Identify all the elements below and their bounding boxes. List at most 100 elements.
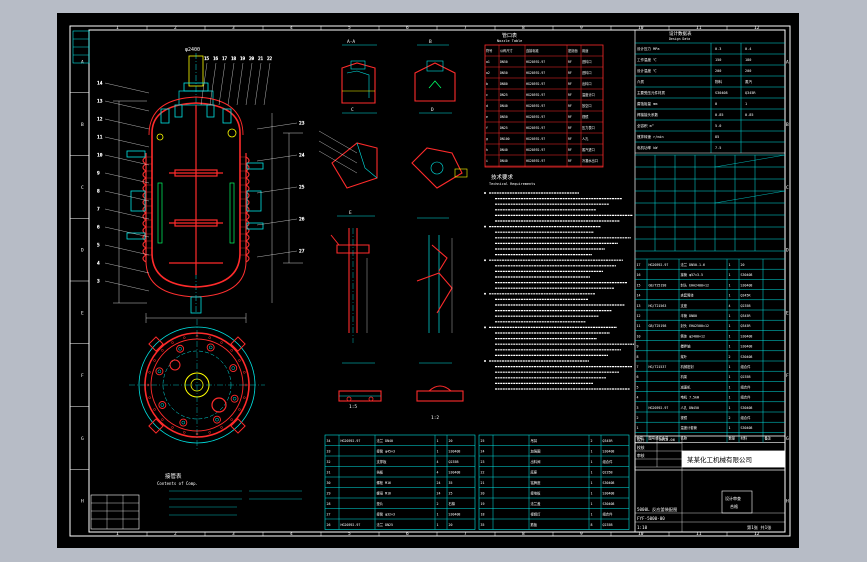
parts-cell: 石棉 — [449, 501, 456, 506]
parts-cell: 底座 — [531, 470, 538, 475]
leader — [227, 62, 235, 106]
bolt-hole — [220, 426, 223, 429]
nozzle-cell: f — [486, 126, 488, 130]
support-lug — [148, 336, 164, 352]
coil-turn — [245, 170, 250, 179]
bottom-head — [151, 252, 241, 288]
bolt-hole — [208, 336, 211, 339]
note-bullet — [484, 326, 486, 329]
design-param: 腐蚀裕量 mm — [637, 101, 657, 106]
parts-cell: 34 — [327, 439, 331, 443]
parts-cell: 1 — [729, 324, 731, 328]
nozzle-cell: 人孔 — [582, 136, 589, 141]
svg-text:1:5: 1:5 — [349, 404, 357, 410]
parts-cell: S30408 — [741, 283, 753, 287]
zone-label: 10 — [638, 531, 644, 537]
parts-cell: 13 — [637, 304, 641, 308]
bolt-hole — [243, 396, 246, 399]
parts-cell: 24 — [437, 492, 441, 496]
parts-cell: 组合件 — [741, 384, 752, 389]
main-top-dimension: φ2400 — [185, 47, 200, 53]
parts-cell: HG20592-97 — [649, 406, 669, 410]
part-balloon: 24 — [299, 153, 305, 159]
parts-cell: S30408 — [449, 471, 461, 475]
parts-cell: S30408 — [741, 345, 753, 349]
parts-cell: 3 — [637, 406, 639, 410]
nozzle-cell: HG20592-97 — [526, 71, 545, 75]
parts-cell: S30408 — [741, 273, 753, 277]
design-value: 150 — [715, 58, 721, 62]
coil-turn — [142, 163, 147, 172]
design-value: 0.85 — [745, 113, 753, 117]
zone-label: 1 — [116, 25, 119, 31]
parts-cell: 1 — [437, 513, 439, 517]
design-value: 0 — [715, 102, 717, 106]
nozzle-cell: e — [486, 115, 488, 119]
bolt-hole — [238, 359, 241, 362]
zone-label: 11 — [696, 25, 702, 31]
nozzle-cell: HG20592-97 — [526, 148, 545, 152]
part-balloon: 12 — [97, 117, 103, 123]
parts-cell: S30408 — [603, 502, 615, 506]
bottom-outlet — [190, 296, 202, 314]
parts-cell: 25 — [449, 492, 453, 496]
design-param: 全容积 m³ — [637, 123, 654, 128]
parts-cell: 1 — [729, 426, 731, 430]
parts-cell: 1 — [591, 481, 593, 485]
parts-header: 备注 — [765, 435, 772, 440]
zone-label: 3 — [232, 25, 235, 31]
parts-cell: S30408 — [741, 426, 753, 430]
parts-header: 图号或标准号 — [649, 435, 669, 440]
parts-cell: 铭牌座 — [531, 480, 542, 485]
parts-cell: 1 — [637, 426, 639, 430]
design-param: 主要受压元件材质 — [637, 90, 665, 95]
svg-text:2010.06: 2010.06 — [659, 437, 676, 442]
zone-label: G — [81, 436, 84, 442]
coil-turn — [142, 170, 147, 179]
parts-cell: 1 — [437, 439, 439, 443]
parts-cell: 垫片 — [377, 501, 384, 506]
leader — [104, 82, 150, 94]
parts-cell: 接管 φ45×3 — [377, 449, 396, 454]
zone-label: 11 — [696, 531, 702, 537]
parts-cell: 35 — [449, 481, 453, 485]
parts-header: 材料 — [741, 435, 748, 440]
coil-turn — [142, 219, 147, 228]
design-param: 设计温度 ℃ — [637, 68, 657, 73]
nozzle-cell: HG20592-97 — [526, 115, 545, 119]
parts-cell: 1 — [729, 294, 731, 298]
detail-d: D — [411, 107, 468, 189]
zone-label: 5 — [348, 531, 351, 537]
zone-label: A — [81, 59, 84, 65]
nozzle-cell: HG20592-97 — [526, 104, 545, 108]
bottom-left-stamp — [90, 494, 140, 530]
svg-text:D: D — [431, 107, 434, 113]
parts-cell: 1 — [591, 471, 593, 475]
zone-label: 4 — [290, 531, 293, 537]
parts-cell: 出料阀 — [531, 459, 541, 464]
parts-cell: 接管 φ57×3.5 — [681, 272, 703, 277]
coil-turn — [142, 247, 147, 256]
note-bullet — [484, 225, 486, 228]
support-lug — [230, 336, 246, 352]
parts-cell: 9 — [637, 345, 639, 349]
part-balloon: 25 — [299, 185, 305, 191]
plan-nozzles — [155, 343, 239, 427]
svg-text:技术要求: 技术要求 — [491, 173, 514, 181]
parts-cell: 1 — [591, 460, 593, 464]
parts-cell: 4 — [729, 304, 731, 308]
zone-label: B — [786, 122, 789, 128]
parts-cell: 11 — [637, 324, 641, 328]
note-bullet — [484, 192, 486, 194]
nozzle-cell: c — [486, 93, 488, 97]
zone-label: 2 — [174, 531, 177, 537]
plan-view: 接管表 Contents of Comp. — [129, 319, 265, 486]
detail-a: A-A — [341, 39, 377, 104]
coil-turn — [245, 254, 250, 263]
parts-cell: 31 — [327, 471, 331, 475]
